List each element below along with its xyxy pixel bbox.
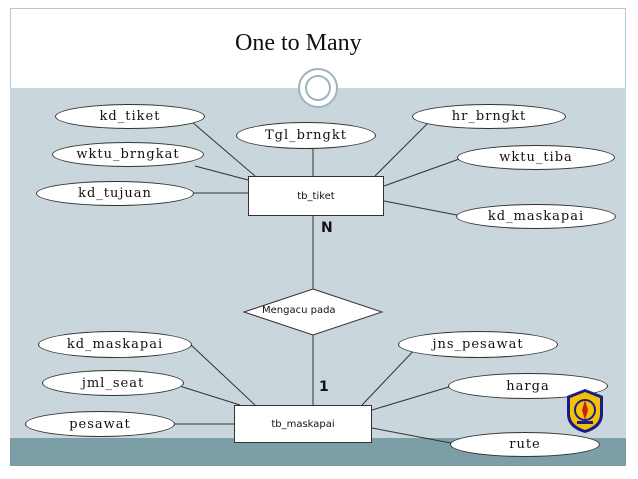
attr-tgl-brngkt: Tgl_brngkt: [236, 122, 376, 149]
university-emblem-icon: [567, 389, 603, 433]
attr-wktu-brngkat: wktu_brngkat: [52, 142, 204, 167]
entity-tb-tiket: tb_tiket: [248, 176, 384, 216]
slide-title: One to Many: [235, 30, 362, 56]
link-hr-brngkt: [374, 115, 436, 177]
attr-pesawat: pesawat: [25, 411, 175, 437]
attr-wktu-tiba: wktu_tiba: [457, 145, 615, 170]
attr-kd-tujuan: kd_tujuan: [36, 181, 194, 206]
cardinality-one: 1: [319, 379, 329, 395]
entity-tb-maskapai: tb_maskapai: [234, 405, 372, 443]
link-rute: [371, 427, 457, 445]
relationship-label: Mengacu pada: [262, 305, 336, 316]
attr-hr-brngkt: hr_brngkt: [412, 104, 566, 129]
link-kd-maskapai-tiket: [383, 200, 463, 217]
link-kd-tiket: [184, 115, 256, 177]
link-kd-maskapai: [189, 343, 256, 406]
link-jml-seat: [169, 382, 241, 406]
relationship-diamond: [242, 288, 384, 336]
link-harga: [371, 385, 453, 411]
link-wktu-tiba: [383, 157, 463, 187]
attr-rute: rute: [450, 432, 600, 457]
cardinality-many: N: [321, 220, 333, 236]
attr-kd-maskapai-tiket: kd_maskapai: [456, 204, 616, 229]
ring-icon: [298, 68, 338, 108]
attr-kd-maskapai: kd_maskapai: [38, 331, 192, 358]
link-jns-pesawat: [361, 343, 421, 406]
attr-kd-tiket: kd_tiket: [55, 104, 205, 129]
link-wktu-brngkat: [194, 165, 249, 181]
attr-jml-seat: jml_seat: [42, 370, 184, 396]
attr-jns-pesawat: jns_pesawat: [398, 331, 558, 358]
